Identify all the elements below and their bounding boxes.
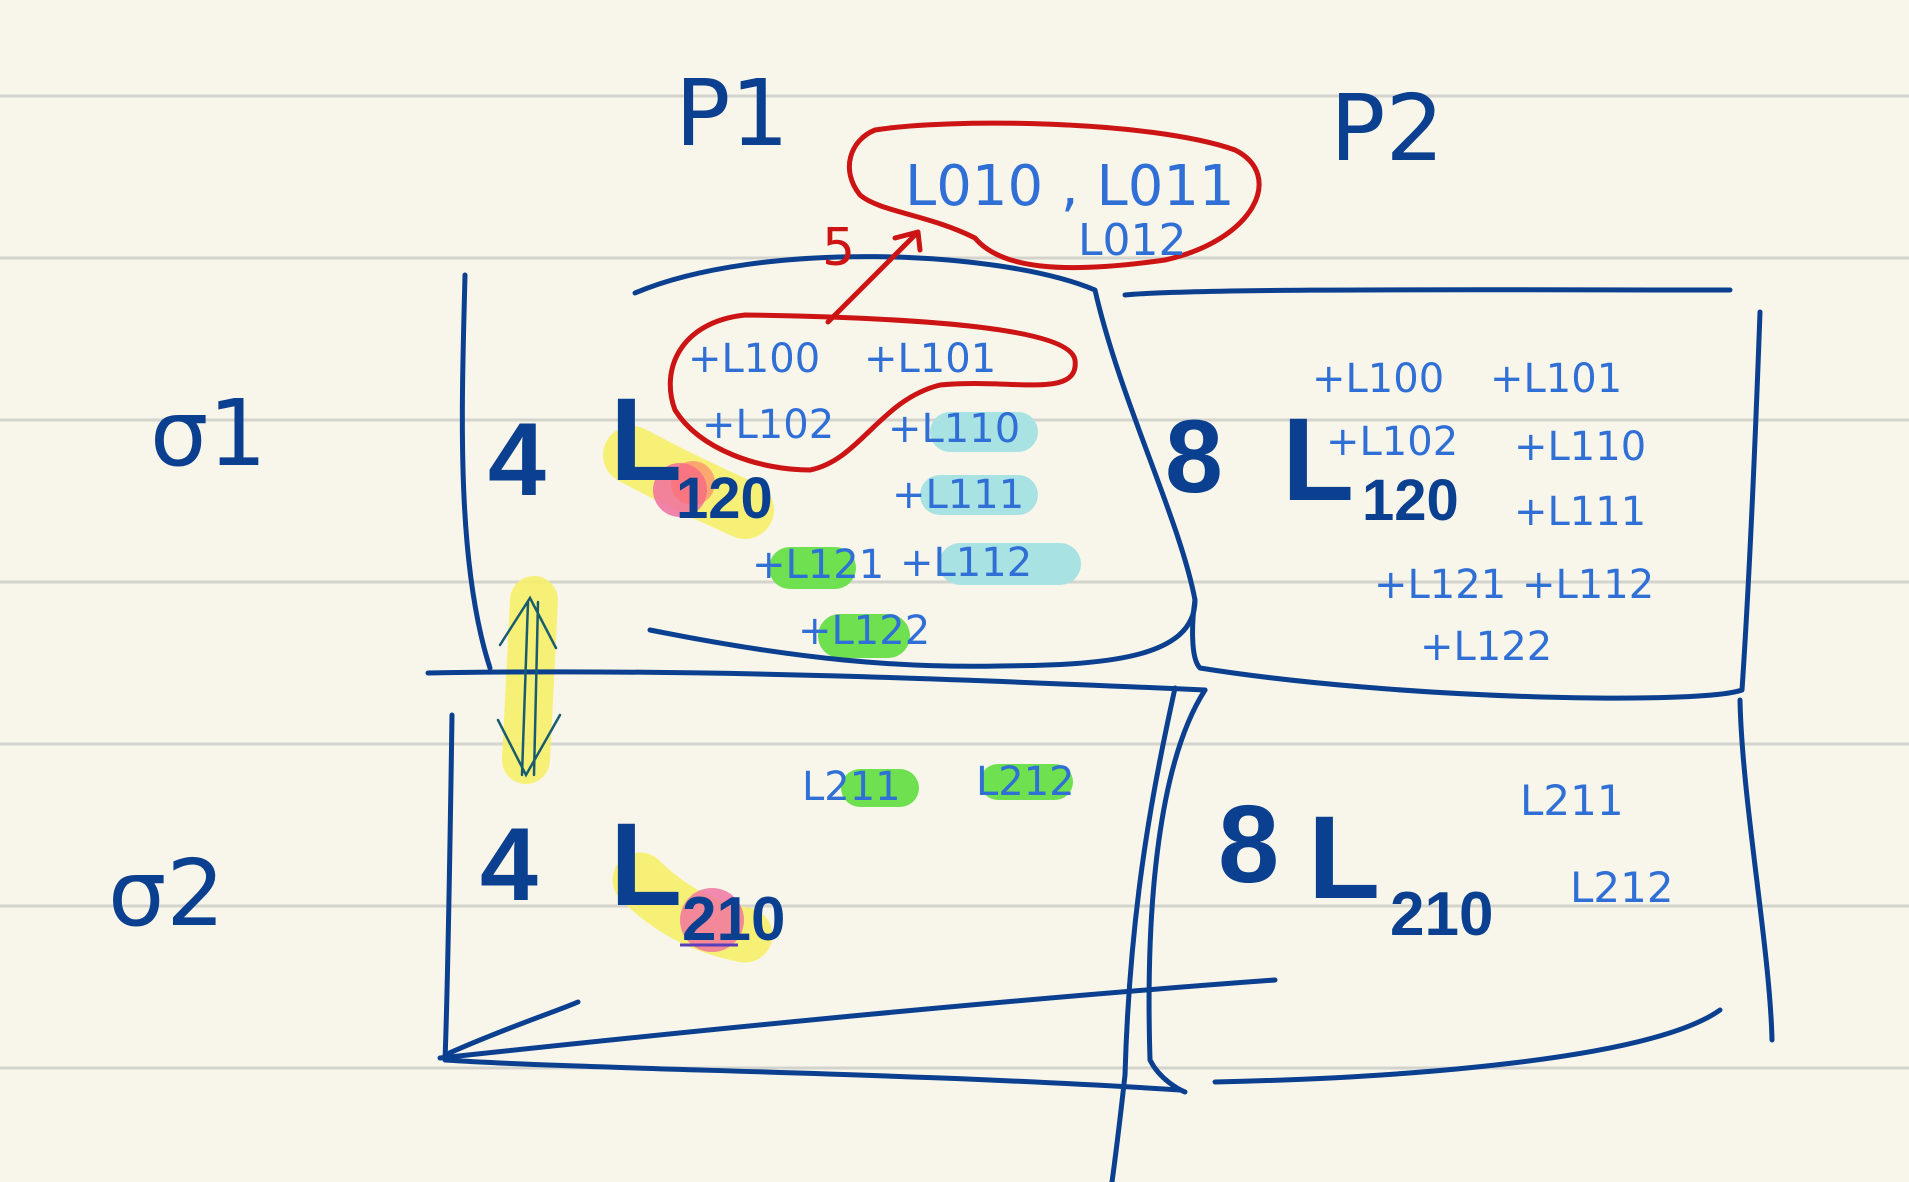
- highlight-pink-l210: [680, 888, 744, 952]
- cell-s2-p2: 8 L 210 L211 L212: [1218, 776, 1674, 949]
- main-term-coef: 8: [1218, 783, 1279, 906]
- main-term-coef: 8: [1165, 399, 1223, 515]
- main-term-coef: 4: [488, 402, 546, 518]
- term: +L101: [1490, 356, 1622, 402]
- payoff-grid: [425, 254, 1775, 1182]
- main-term-symbol: L: [610, 799, 682, 931]
- cell-s1-p1: 4 L 120 +L100 +L101 +L102 +L110 +L111 +L…: [488, 336, 1032, 654]
- grid-horizontal-divider: [425, 669, 1208, 693]
- term: +L102: [702, 402, 834, 448]
- term: L211: [1520, 776, 1624, 825]
- main-term-subscript: 210: [682, 885, 785, 954]
- term: +L110: [1514, 424, 1646, 470]
- term: +L112: [900, 540, 1032, 586]
- callout-line-1: L010 , L011: [905, 154, 1235, 219]
- main-term-subscript: 210: [1390, 880, 1493, 949]
- term: +L122: [1420, 624, 1552, 670]
- highlight-red-l120: [671, 461, 715, 505]
- column-header-p1: P1: [675, 60, 789, 167]
- term: +L101: [864, 336, 996, 382]
- term: +L121: [1374, 562, 1506, 608]
- term: L212: [1570, 863, 1674, 912]
- row-header-s1: σ1: [150, 380, 267, 487]
- highlights: [502, 412, 1081, 963]
- main-term-symbol: L: [1282, 394, 1354, 526]
- term: L212: [976, 759, 1075, 805]
- main-term-symbol: L: [610, 374, 682, 506]
- cell-s2-p1: 4 L 210 L211 L212: [480, 759, 1075, 954]
- callout-mark: 5: [822, 218, 855, 278]
- term: +L111: [1514, 489, 1646, 535]
- main-term-coef: 4: [480, 807, 538, 923]
- term: +L100: [1312, 356, 1444, 402]
- cell-border-s2-p1: [442, 685, 1208, 1182]
- main-term-symbol: L: [1308, 792, 1380, 924]
- term: +L112: [1522, 562, 1654, 608]
- main-term-subscript: 120: [676, 466, 773, 531]
- term: L211: [802, 764, 901, 810]
- main-term-subscript: 120: [1362, 468, 1459, 533]
- term: +L122: [798, 608, 930, 654]
- term: +L110: [888, 406, 1020, 452]
- callout-bubble: [846, 120, 1262, 271]
- double-arrow-icon: [496, 595, 562, 778]
- callout-arrow-icon: [825, 229, 923, 325]
- term: +L102: [1326, 419, 1458, 465]
- term: +L111: [892, 472, 1024, 518]
- callout-line-2: L012: [1078, 215, 1187, 266]
- term: +L100: [688, 336, 820, 382]
- callout-source-loop: [667, 312, 1078, 473]
- cell-border-s2-p2: [437, 697, 1775, 1085]
- column-header-p2: P2: [1330, 75, 1444, 182]
- row-header-s2: σ2: [108, 840, 225, 947]
- term: +L121: [752, 542, 884, 588]
- cell-s1-p2: 8 L 120 +L100 +L101 +L102 +L110 +L111 +L…: [1165, 356, 1654, 670]
- cell-border-s1-p1: [459, 254, 1198, 671]
- highlight-yellow-arrow: [502, 576, 558, 784]
- callout: [667, 120, 1262, 473]
- cell-border-s1-p2: [1122, 287, 1763, 701]
